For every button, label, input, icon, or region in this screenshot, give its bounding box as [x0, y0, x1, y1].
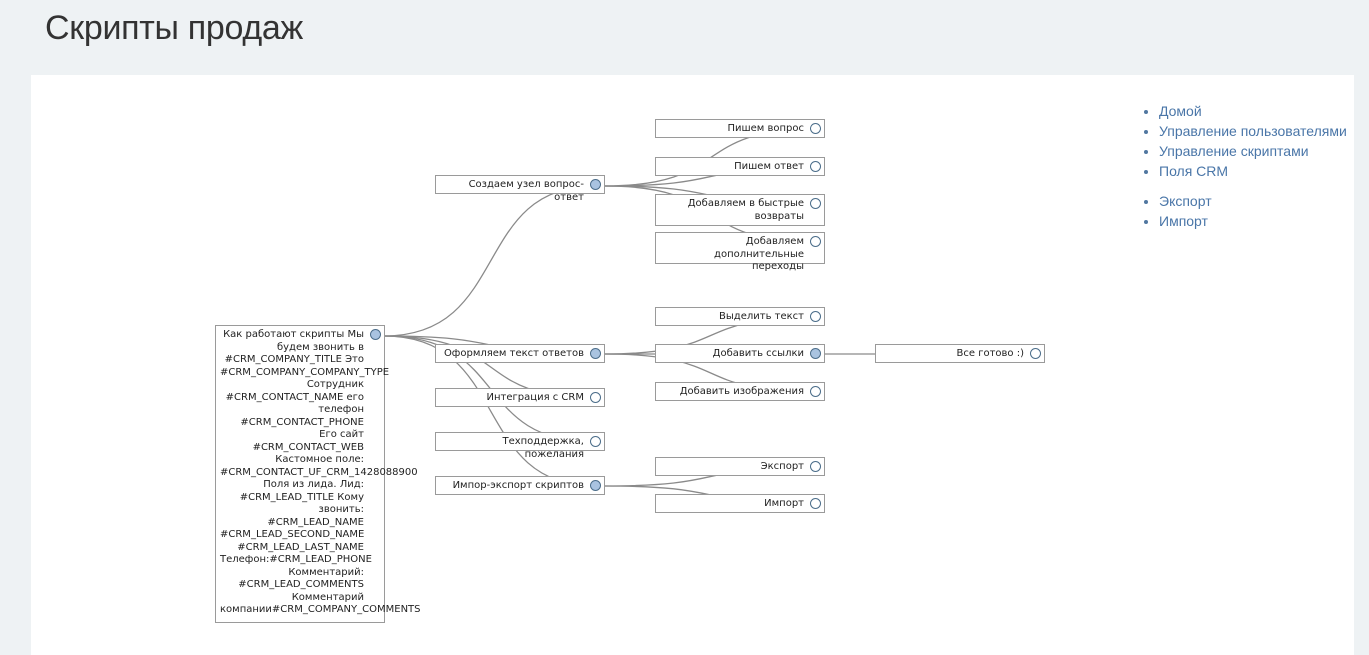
tree-node-format-select[interactable]: Выделить текст — [655, 307, 825, 326]
expand-toggle-icon[interactable] — [590, 480, 601, 491]
tree-node-crm[interactable]: Интеграция с CRM — [435, 388, 605, 407]
nav-link-users[interactable]: Управление пользователями — [1159, 123, 1347, 139]
expand-toggle-icon[interactable] — [810, 498, 821, 509]
tree-node-format-images-label: Добавить изображения — [679, 386, 804, 397]
expand-toggle-icon[interactable] — [590, 392, 601, 403]
nav-link-import[interactable]: Импорт — [1159, 213, 1208, 229]
nav-item-home: Домой — [1159, 101, 1359, 121]
tree-node-qa-quick-label: Добавляем в быстрые возвраты — [687, 198, 804, 222]
nav-item-crm-fields: Поля CRM — [1159, 161, 1359, 181]
tree-node-format-links-label: Добавить ссылки — [712, 348, 804, 359]
expand-toggle-icon[interactable] — [810, 198, 821, 209]
tree-node-qa-question[interactable]: Пишем вопрос — [655, 119, 825, 138]
expand-toggle-icon[interactable] — [810, 386, 821, 397]
tree-node-impexp-import-label: Импорт — [764, 498, 804, 509]
expand-toggle-icon[interactable] — [810, 236, 821, 247]
tree-node-root[interactable]: Как работают скрипты Мы будем звонить в … — [215, 325, 421, 623]
nav-item-import: Импорт — [1159, 211, 1359, 231]
edge-root-qa — [383, 185, 596, 337]
nav-link-crm-fields[interactable]: Поля CRM — [1159, 163, 1229, 179]
tree-node-qa-label: Создаем узел вопрос-ответ — [468, 179, 584, 203]
tree-node-impexp[interactable]: Импор-экспорт скриптов — [435, 476, 605, 495]
tree-node-root-label: Как работают скрипты Мы будем звонить в … — [220, 329, 421, 615]
tree-node-support-label: Техподдержка, пожелания — [502, 436, 584, 460]
nav-link-export[interactable]: Экспорт — [1159, 193, 1212, 209]
nav-link-scripts[interactable]: Управление скриптами — [1159, 143, 1309, 159]
tree-node-support[interactable]: Техподдержка, пожелания — [435, 432, 605, 460]
tree-node-format-images[interactable]: Добавить изображения — [655, 382, 825, 401]
nav-link-home[interactable]: Домой — [1159, 103, 1202, 119]
tree-node-impexp-import[interactable]: Импорт — [655, 494, 825, 513]
tree-node-impexp-label: Импор-экспорт скриптов — [452, 480, 584, 491]
tree-node-format[interactable]: Оформляем текст ответов — [435, 344, 605, 363]
tree-node-impexp-export-label: Экспорт — [760, 461, 804, 472]
tree-node-format-label: Оформляем текст ответов — [443, 348, 584, 359]
nav-item-users: Управление пользователями — [1159, 121, 1359, 141]
expand-toggle-icon[interactable] — [810, 461, 821, 472]
expand-toggle-icon[interactable] — [810, 161, 821, 172]
tree-node-qa-extra-label: Добавляем дополнительные переходы — [714, 236, 804, 272]
tree-node-qa-answer[interactable]: Пишем ответ — [655, 157, 825, 176]
tree-node-format-done[interactable]: Все готово :) — [875, 344, 1045, 363]
tree-node-qa-extra[interactable]: Добавляем дополнительные переходы — [655, 232, 825, 272]
nav-menu: Домой Управление пользователями Управлен… — [1139, 101, 1359, 231]
expand-toggle-icon[interactable] — [810, 348, 821, 359]
nav-item-scripts: Управление скриптами — [1159, 141, 1359, 161]
tree-node-format-done-label: Все готово :) — [956, 348, 1024, 359]
tree-node-format-links[interactable]: Добавить ссылки — [655, 344, 825, 363]
expand-toggle-icon[interactable] — [590, 179, 601, 190]
tree-node-crm-label: Интеграция с CRM — [486, 392, 584, 403]
nav-item-export: Экспорт — [1159, 191, 1359, 211]
tree-node-qa-question-label: Пишем вопрос — [727, 123, 804, 134]
tree-node-qa-answer-label: Пишем ответ — [734, 161, 804, 172]
tree-node-qa-quick[interactable]: Добавляем в быстрые возвраты — [655, 194, 825, 226]
tree-node-impexp-export[interactable]: Экспорт — [655, 457, 825, 476]
page-title: Скрипты продаж — [45, 9, 303, 47]
expand-toggle-icon[interactable] — [590, 436, 601, 447]
content-panel: Как работают скрипты Мы будем звонить в … — [31, 75, 1354, 655]
expand-toggle-icon[interactable] — [370, 329, 381, 340]
expand-toggle-icon[interactable] — [1030, 348, 1041, 359]
expand-toggle-icon[interactable] — [810, 311, 821, 322]
expand-toggle-icon[interactable] — [810, 123, 821, 134]
tree-node-format-select-label: Выделить текст — [719, 311, 804, 322]
tree-connectors — [383, 128, 1035, 505]
tree-node-qa[interactable]: Создаем узел вопрос-ответ — [435, 175, 605, 203]
script-tree: Как работают скрипты Мы будем звонить в … — [31, 75, 1131, 655]
expand-toggle-icon[interactable] — [590, 348, 601, 359]
